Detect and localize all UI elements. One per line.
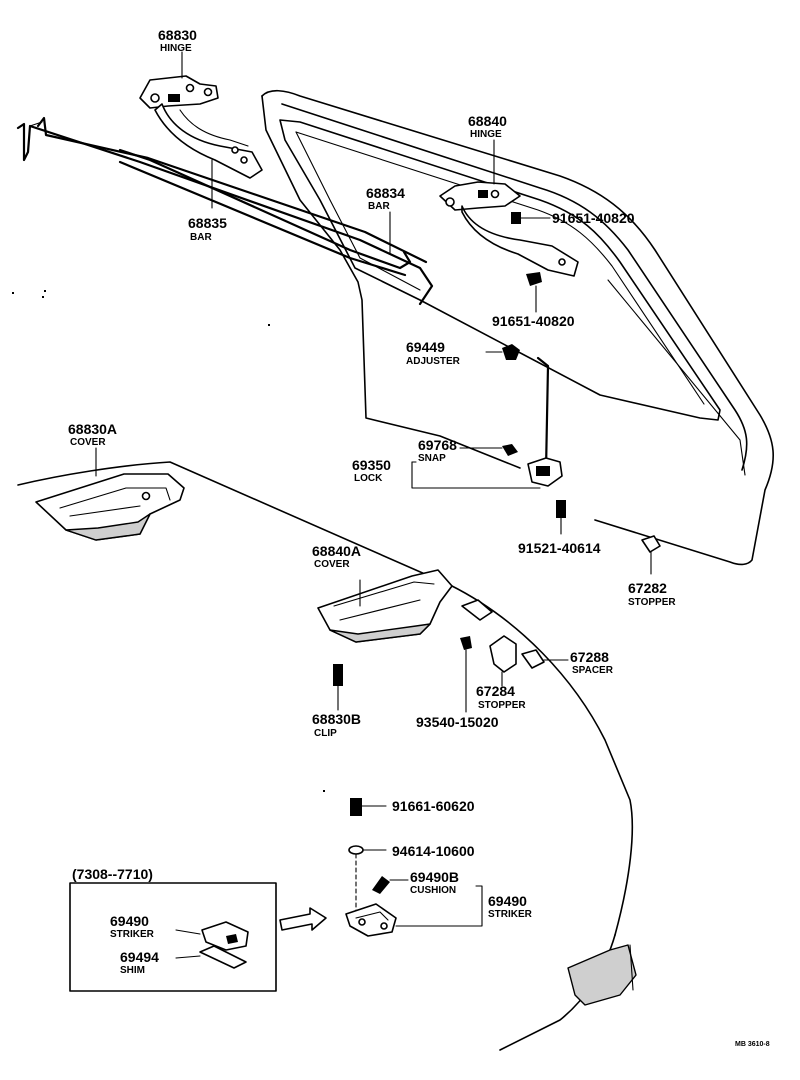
label-name: SHIM xyxy=(120,965,145,976)
washer-part xyxy=(348,845,387,913)
label-cushion: 69490B CUSHION xyxy=(410,869,459,896)
hinge-68830-part xyxy=(139,75,263,179)
inset-shim-part xyxy=(199,945,247,969)
spacer-67288-part xyxy=(521,649,569,669)
label-number: 68834 xyxy=(366,185,405,201)
label-name: STOPPER xyxy=(628,597,676,608)
clip-part xyxy=(333,664,343,711)
label-name: ADJUSTER xyxy=(406,356,461,367)
striker-69490-part xyxy=(345,885,483,937)
inset-box xyxy=(69,882,277,992)
label-number: 69490 xyxy=(488,893,527,909)
vehicle-body-outline xyxy=(17,461,637,1051)
lock-part xyxy=(527,457,563,487)
inset-arrow-icon xyxy=(279,907,327,931)
bar-68834-part xyxy=(118,148,412,277)
inset-striker-part xyxy=(201,921,249,951)
label-number: 69490 xyxy=(110,913,149,929)
label-spacer: 67288 SPACER xyxy=(570,649,614,676)
label-inset-shim: 69494 SHIM xyxy=(120,949,159,976)
label-number: 68840A xyxy=(312,543,361,559)
label-number: 69350 xyxy=(352,457,391,473)
label-name: STRIKER xyxy=(110,929,155,940)
label-bar-68835: 68835 BAR xyxy=(188,215,227,243)
label-hinge-68830: 68830 HINGE xyxy=(158,27,197,54)
label-stopper-67282: 67282 STOPPER xyxy=(628,580,676,608)
print-specks xyxy=(12,290,325,792)
label-washer: 94614-10600 xyxy=(392,843,475,859)
label-number: 67284 xyxy=(476,683,515,699)
label-number: 69449 xyxy=(406,339,445,355)
label-name: CUSHION xyxy=(410,885,456,896)
bolt-striker-part xyxy=(350,798,387,816)
hinge-68840-part xyxy=(439,181,579,277)
label-lock: 69350 LOCK xyxy=(352,457,391,484)
cover-68840a-part xyxy=(317,569,493,643)
label-name: LOCK xyxy=(354,473,383,484)
label-name: HINGE xyxy=(470,129,502,140)
label-name: COVER xyxy=(314,559,350,570)
label-name: BAR xyxy=(368,201,390,212)
label-bar-68834: 68834 BAR xyxy=(366,185,405,212)
snap-part xyxy=(459,444,518,456)
label-number: 67282 xyxy=(628,580,667,596)
adjuster-part xyxy=(485,344,520,360)
label-name: SNAP xyxy=(418,453,446,464)
label-number: 69494 xyxy=(120,949,159,965)
label-name: COVER xyxy=(70,437,106,448)
label-number: 67288 xyxy=(570,649,609,665)
label-name: STOPPER xyxy=(478,700,526,711)
label-striker-main: 69490 STRIKER xyxy=(488,893,533,920)
leader-lines xyxy=(181,51,541,489)
diagram-code: MB 3610-8 xyxy=(735,1041,770,1048)
cover-68830a-part xyxy=(35,447,185,541)
lock-rod-part xyxy=(536,356,550,472)
label-hinge-68840: 68840 HINGE xyxy=(468,113,507,140)
label-number: 68835 xyxy=(188,215,227,231)
label-bolt-striker: 91661-60620 xyxy=(392,798,475,814)
label-bolt-upper: 91651-40820 xyxy=(552,210,635,226)
stopper-67282-part xyxy=(641,535,661,575)
cushion-part xyxy=(372,876,409,894)
label-number: 69490B xyxy=(410,869,459,885)
label-bolt-lock: 91521-40614 xyxy=(518,540,601,556)
label-cover-68830a: 68830A COVER xyxy=(68,421,117,448)
inset-title: (7308--7710) xyxy=(72,866,153,882)
bolt-lock-part xyxy=(556,500,566,535)
label-name: BAR xyxy=(190,232,212,243)
label-cover-68840a: 68840A COVER xyxy=(312,543,361,570)
label-name: CLIP xyxy=(314,728,337,739)
label-screw: 93540-15020 xyxy=(416,714,499,730)
label-clip: 68830B CLIP xyxy=(312,711,361,739)
label-number: 68830B xyxy=(312,711,361,727)
screw-part xyxy=(460,636,472,713)
label-number: 69768 xyxy=(418,437,457,453)
label-name: HINGE xyxy=(160,43,192,54)
bolt-upper-part xyxy=(511,212,551,224)
label-inset-striker: 69490 STRIKER xyxy=(110,913,155,940)
label-adjuster: 69449 ADJUSTER xyxy=(406,339,461,367)
label-number: 68840 xyxy=(468,113,507,129)
label-stopper-67284: 67284 STOPPER xyxy=(476,683,526,711)
stopper-67284-part xyxy=(489,635,517,687)
label-name: SPACER xyxy=(572,665,614,676)
label-bolt-lower: 91651-40820 xyxy=(492,313,575,329)
label-snap: 69768 SNAP xyxy=(418,437,457,464)
label-name: STRIKER xyxy=(488,909,533,920)
bar-68835-part xyxy=(16,116,434,306)
back-door-panel xyxy=(261,89,774,566)
label-number: 68830A xyxy=(68,421,117,437)
bolt-lower-part xyxy=(526,272,542,313)
label-number: 68830 xyxy=(158,27,197,43)
